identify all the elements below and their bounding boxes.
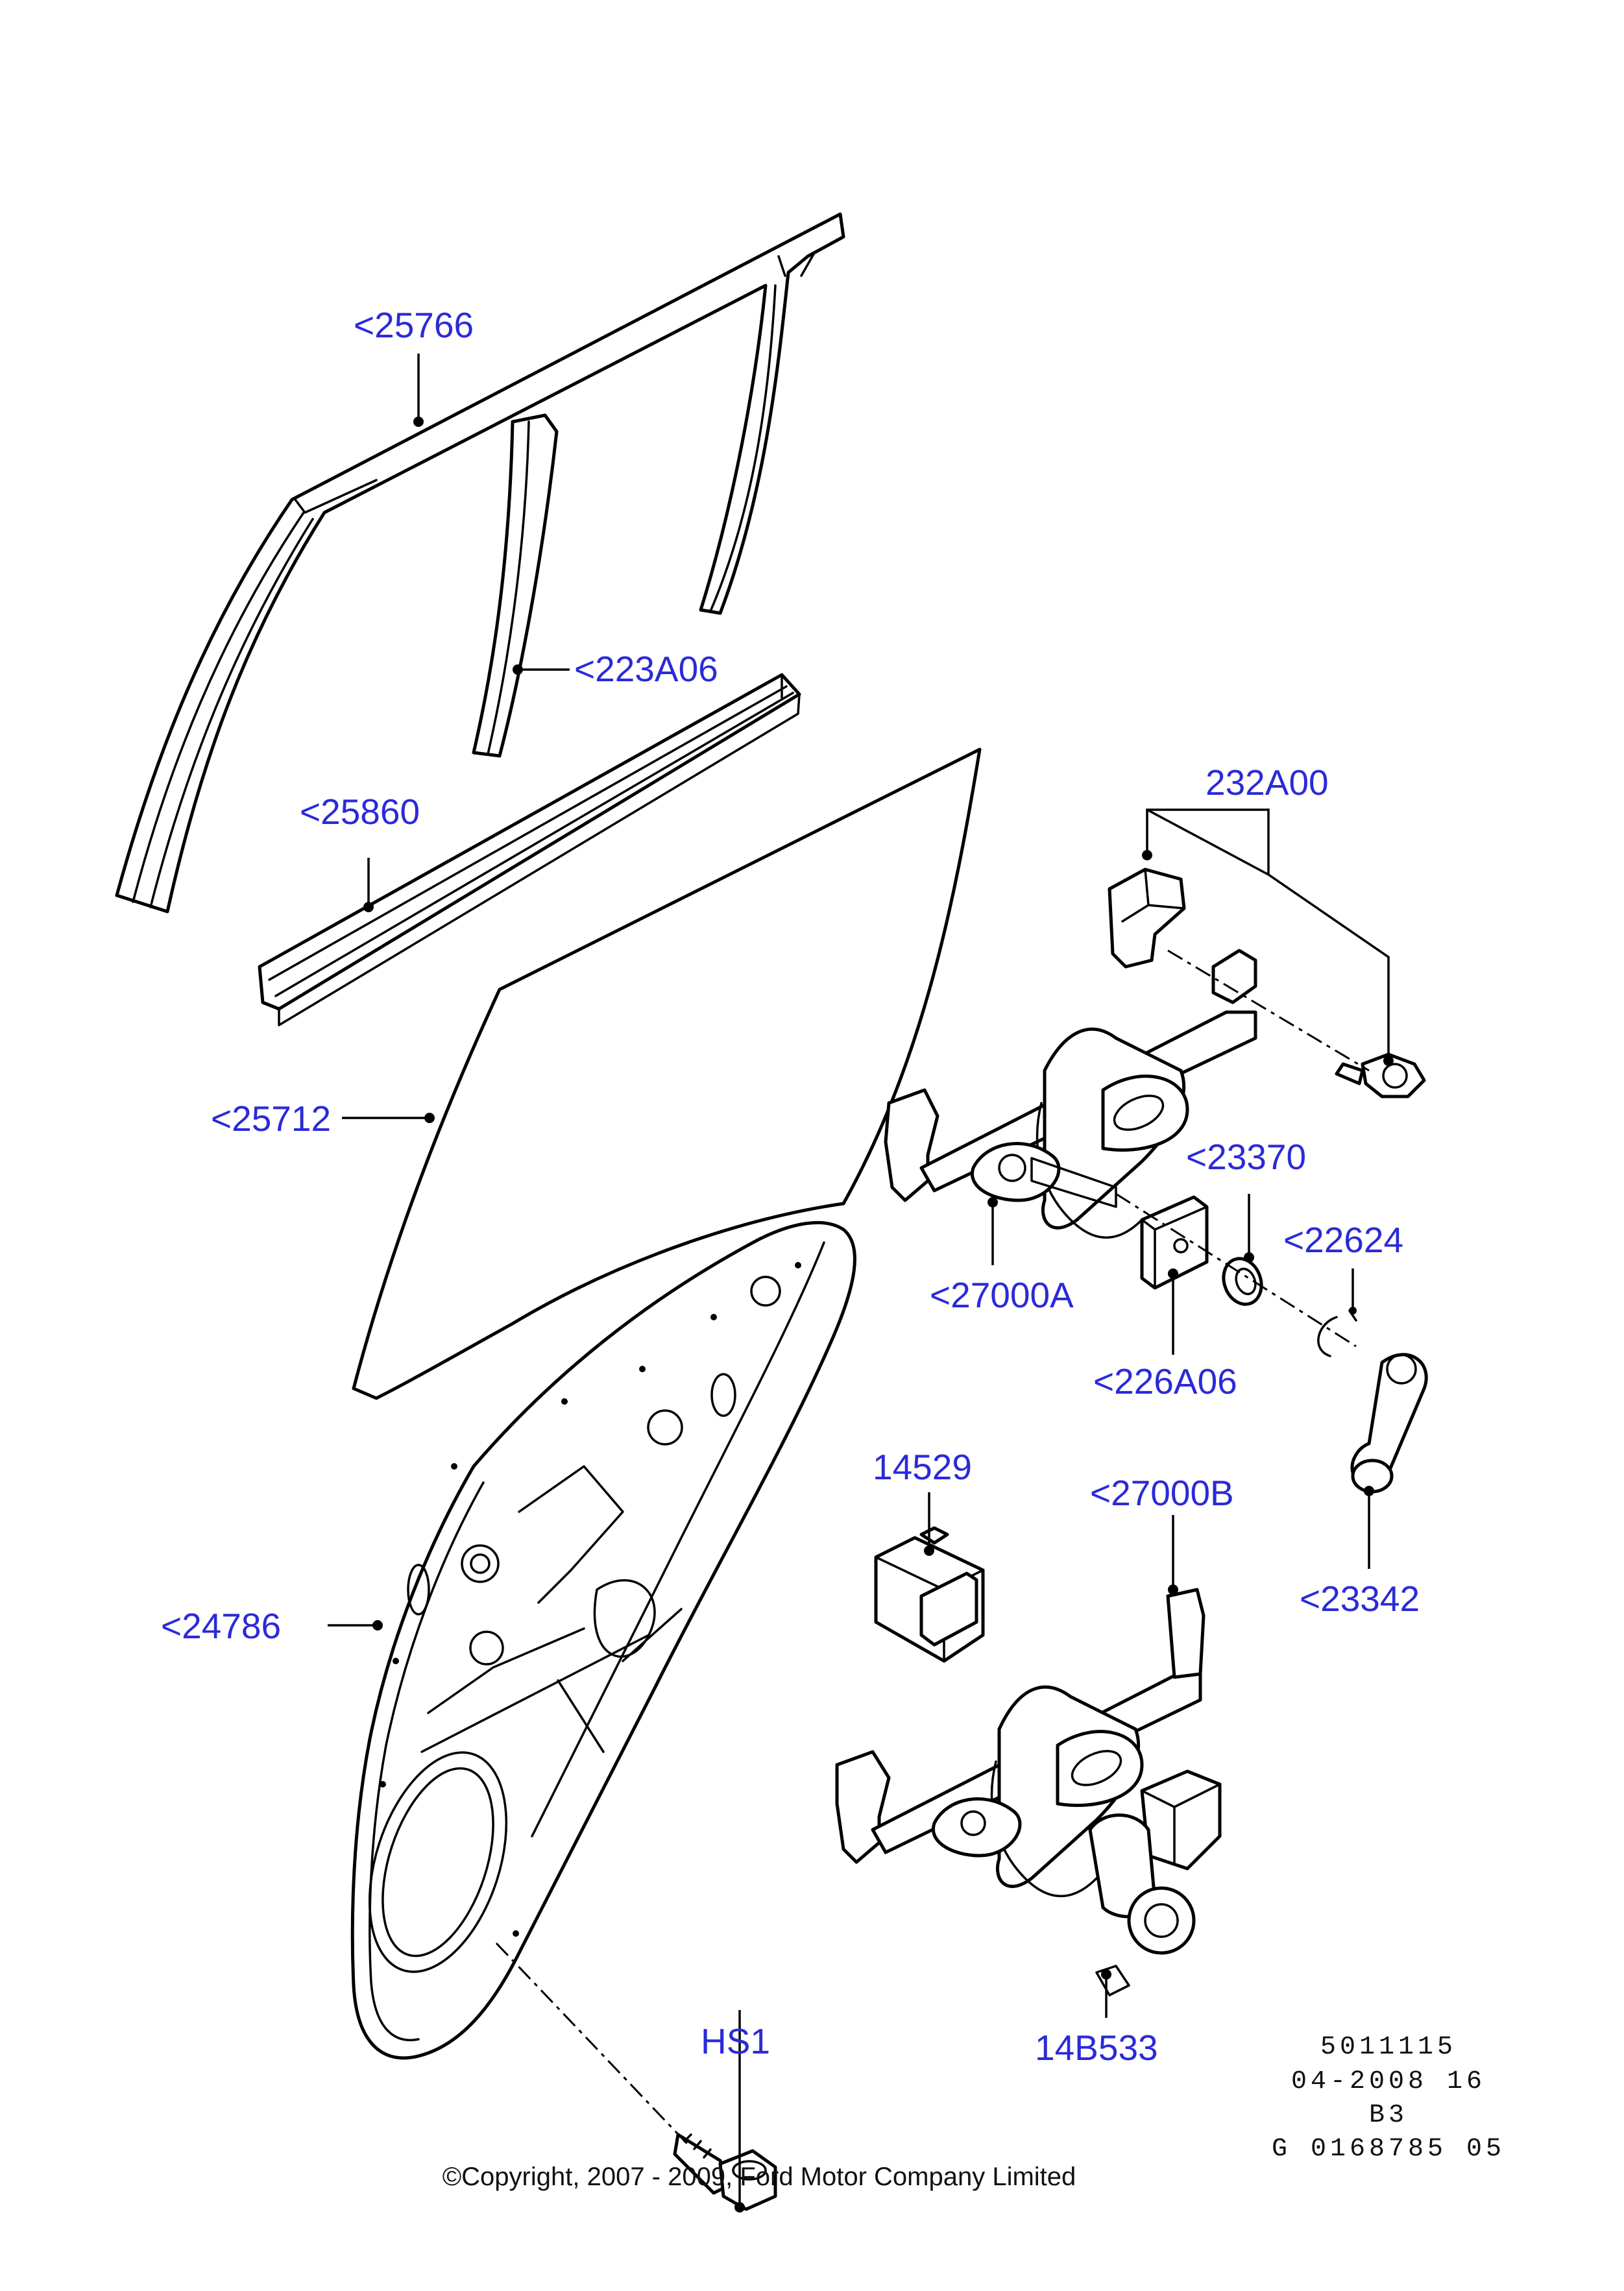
callout-226A06: <226A06: [1093, 1361, 1237, 1401]
callout-25860: <25860: [300, 792, 420, 832]
manual-regulator-drawing: [884, 1010, 1257, 1239]
handle-bezel-drawing: [1222, 1257, 1263, 1306]
callout-14529: 14529: [873, 1447, 972, 1487]
door-frame-weatherstrip-drawing: [115, 212, 845, 914]
drawing-code: B3: [1369, 2101, 1408, 2130]
window-crank-drawing: [1350, 1353, 1428, 1494]
callout-27000B: <27000B: [1090, 1473, 1234, 1513]
run-channel-drawing: [472, 413, 559, 758]
glass-clip-set-drawing: [1108, 867, 1426, 1098]
callout-23342: <23342: [1300, 1579, 1420, 1619]
callout-14B533: 14B533: [1035, 2028, 1158, 2068]
callout-22624: <22624: [1283, 1220, 1403, 1260]
door-glass-drawing: [352, 747, 982, 1400]
spacer-pad-drawing: [1140, 1195, 1209, 1290]
copyright-notice: ©Copyright, 2007 - 2009, Ford Motor Comp…: [442, 2163, 1076, 2191]
drawing-reference: G 0168785 05: [1272, 2135, 1505, 2164]
power-regulator-drawing: [835, 1588, 1206, 1898]
belt-weatherstrip-drawing: [258, 673, 801, 1026]
callout-223A06: <223A06: [574, 649, 718, 689]
drawing-number: 5011115: [1320, 2033, 1457, 2062]
hex-screw-drawing: [673, 2133, 777, 2211]
leader-lines: [328, 354, 1394, 2212]
door-module-panel-drawing: [350, 1220, 856, 2060]
callout-232A00: 232A00: [1206, 762, 1329, 803]
assembly-lines: [495, 949, 1370, 2146]
callout-HS1: HS1: [701, 2021, 770, 2061]
window-motor-drawing: [1088, 1769, 1222, 1996]
window-switch-drawing: [874, 1526, 985, 1663]
drawing-date: 04-2008 16: [1291, 2067, 1486, 2096]
callout-25712: <25712: [211, 1098, 331, 1139]
callout-27000A: <27000A: [930, 1275, 1074, 1315]
callout-24786: <24786: [161, 1606, 281, 1646]
callout-23370: <23370: [1186, 1137, 1306, 1177]
callout-25766: <25766: [354, 305, 474, 345]
